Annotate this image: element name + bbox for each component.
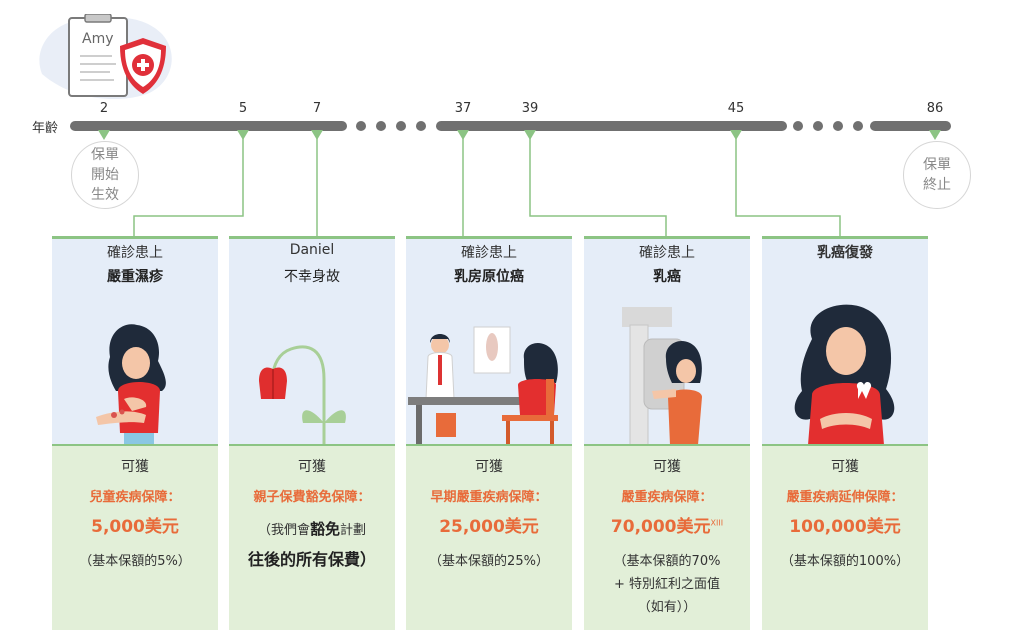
- policy-start-badge: 保單 開始 生效: [71, 141, 139, 209]
- waiver-text-pre: （我們會: [257, 523, 310, 538]
- event-card-carcinoma-in-situ: 確診患上 乳房原位癌 可獲 早期嚴重疾病保障： 25,000美元 （基本保額的2…: [406, 236, 572, 630]
- coverage-name: 嚴重疾病保障：: [621, 490, 713, 505]
- event-card-death: Daniel 不幸身故 可獲 親子保費豁免保障： （我們會豁免計劃 往後的所有保…: [229, 236, 395, 630]
- age-label: 2: [99, 101, 109, 116]
- event-card-recurrence: 乳癌復發 可獲 嚴重疾病延伸保障： 100,000美元 （基本保額的100%）: [762, 236, 928, 630]
- event-line1: 確診患上: [461, 245, 517, 261]
- profile-name: Amy: [82, 31, 114, 47]
- age-label: 86: [926, 101, 944, 116]
- footnote-marker: XIII: [710, 518, 724, 528]
- coverage-name: 早期嚴重疾病保障：: [430, 490, 548, 505]
- age-label: 5: [238, 101, 248, 116]
- mammogram-illustration: [622, 307, 702, 444]
- wilted-flower-illustration: [259, 345, 346, 444]
- woman-ribbon-illustration: [794, 304, 895, 444]
- benefit-amount: 25,000美元: [439, 517, 539, 537]
- benefit-amount: 70,000美元XIII: [584, 512, 750, 537]
- benefit-note-line2: + 特別紅利之面值: [613, 577, 721, 592]
- waiver-text-line2: 往後的所有保費）: [247, 550, 376, 569]
- shield-plus-icon: [120, 38, 166, 94]
- available-label: 可獲: [653, 459, 681, 475]
- benefit-note: （基本保額的100%）: [780, 554, 910, 569]
- event-line1: 確診患上: [107, 245, 163, 261]
- card-benefit-panel: 可獲 兒童疾病保障： 5,000美元 （基本保額的5%）: [52, 444, 218, 630]
- benefit-note-line3: （如有））: [637, 600, 697, 615]
- benefit-note: （基本保額的5%）: [79, 554, 191, 569]
- waiver-text-post: 計劃: [340, 523, 367, 538]
- event-line2: 乳癌: [653, 269, 681, 285]
- doctor-consultation-illustration: [408, 326, 558, 444]
- event-line1: 乳癌復發: [817, 245, 873, 261]
- card-event-panel: Daniel 不幸身故: [229, 236, 395, 444]
- girl-scratching-illustration: [96, 324, 166, 444]
- timeline-gap-dots: [356, 121, 863, 131]
- available-label: 可獲: [475, 459, 503, 475]
- event-card-breast-cancer: 確診患上 乳癌 可獲 嚴重疾病保障： 70,000美元XIII （基本保額的70…: [584, 236, 750, 630]
- age-label: 45: [727, 101, 745, 116]
- card-event-panel: 確診患上 乳癌: [584, 236, 750, 444]
- benefit-amount: 100,000美元: [789, 517, 901, 537]
- age-label: 37: [454, 101, 472, 116]
- card-benefit-panel: 可獲 早期嚴重疾病保障： 25,000美元 （基本保額的25%）: [406, 444, 572, 630]
- event-line1: 確診患上: [639, 245, 695, 261]
- clipboard-icon: [68, 14, 128, 97]
- connector-lines: [133, 135, 841, 237]
- card-benefit-panel: 可獲 親子保費豁免保障： （我們會豁免計劃 往後的所有保費）: [229, 444, 395, 630]
- available-label: 可獲: [121, 459, 149, 475]
- benefit-amount: 5,000美元: [91, 517, 179, 537]
- benefit-note: （基本保額的25%）: [429, 554, 549, 569]
- coverage-name: 親子保費豁免保障：: [253, 490, 371, 505]
- available-label: 可獲: [831, 459, 859, 475]
- card-benefit-panel: 可獲 嚴重疾病延伸保障： 100,000美元 （基本保額的100%）: [762, 444, 928, 630]
- waiver-text-bold: 豁免: [309, 520, 340, 538]
- card-event-panel: 乳癌復發: [762, 236, 928, 444]
- age-markers: [98, 130, 941, 140]
- event-line1: Daniel: [289, 242, 335, 258]
- card-benefit-panel: 可獲 嚴重疾病保障： 70,000美元XIII （基本保額的70% + 特別紅利…: [584, 444, 750, 630]
- profile-illustration: [39, 14, 172, 100]
- coverage-name: 兒童疾病保障：: [89, 490, 181, 505]
- card-event-panel: 確診患上 乳房原位癌: [406, 236, 572, 444]
- policy-end-badge: 保單 終止: [903, 141, 971, 209]
- benefit-note: （基本保額的70%: [613, 554, 721, 569]
- benefit-amount-value: 70,000美元: [610, 517, 711, 537]
- card-event-panel: 確診患上 嚴重濕疹: [52, 236, 218, 444]
- event-line2: 不幸身故: [284, 269, 340, 285]
- waiver-text: （我們會豁免計劃: [229, 518, 395, 539]
- available-label: 可獲: [298, 459, 326, 475]
- axis-title: 年齡: [32, 121, 59, 136]
- event-line2: 嚴重濕疹: [107, 269, 163, 285]
- coverage-name: 嚴重疾病延伸保障：: [786, 490, 904, 505]
- age-label: 7: [312, 101, 322, 116]
- age-label: 39: [521, 101, 539, 116]
- event-card-eczema: 確診患上 嚴重濕疹 可獲 兒童疾病保障： 5,000美元 （基本保額的5%）: [52, 236, 218, 630]
- event-line2: 乳房原位癌: [454, 269, 524, 285]
